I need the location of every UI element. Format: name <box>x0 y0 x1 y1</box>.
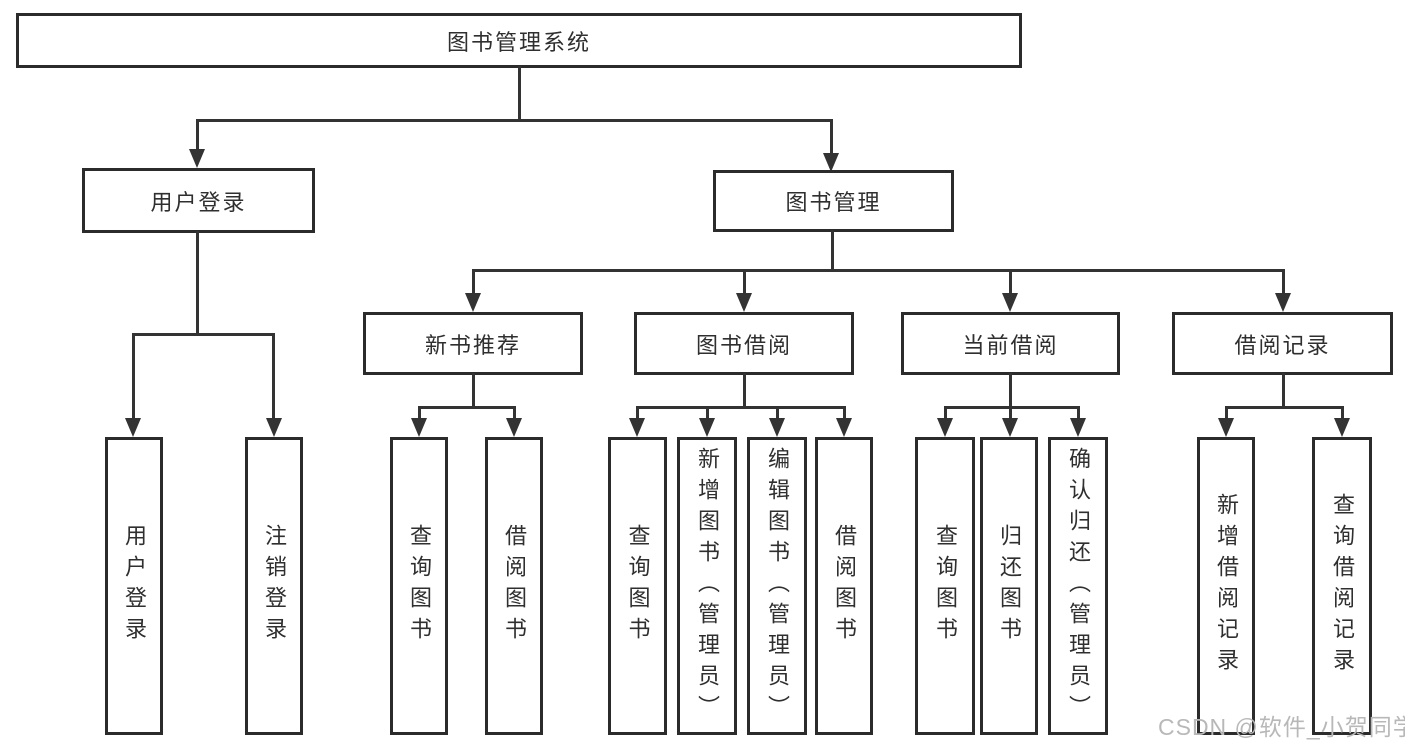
leaf-query-borrow-record: 查询借阅记录 <box>1312 437 1372 735</box>
connector-drop <box>706 406 709 420</box>
connector-root-crossbar <box>197 119 833 122</box>
leaf-label: 归还图书 <box>997 524 1022 648</box>
arrow-down-icon <box>1002 293 1018 312</box>
leaf-label: 新增借阅记录 <box>1214 493 1239 679</box>
node-book-borrow: 图书借阅 <box>634 312 854 375</box>
node-borrow-records: 借阅记录 <box>1172 312 1393 375</box>
connector-user-login-stem <box>196 231 199 335</box>
connector-book-management-crossbar <box>472 269 1285 272</box>
arrow-down-icon <box>629 418 645 437</box>
leaf-borrow-books: 借阅图书 <box>815 437 873 735</box>
leaf-label: 用户登录 <box>122 524 147 648</box>
arrow-down-icon <box>1218 418 1234 437</box>
connector-root-stem <box>518 66 521 122</box>
node-new-book-recommend: 新书推荐 <box>363 312 583 375</box>
connector-section-stem <box>1282 373 1285 408</box>
leaf-label: 借阅图书 <box>502 524 527 648</box>
connector-user-login-crossbar <box>132 333 275 336</box>
connector-drop <box>944 406 947 420</box>
leaf-confirm-return-admin: 确认归还（管理员） <box>1048 437 1108 735</box>
leaf-label: 查询图书 <box>407 524 432 648</box>
leaf-add-book-admin: 新增图书（管理员） <box>677 437 737 735</box>
arrow-down-icon <box>1334 418 1350 437</box>
arrow-down-icon <box>189 149 205 168</box>
leaf-label: 借阅图书 <box>832 524 857 648</box>
leaf-add-borrow-record: 新增借阅记录 <box>1197 437 1255 735</box>
leaf-query-books: 查询图书 <box>915 437 975 735</box>
leaf-label: 查询借阅记录 <box>1330 493 1355 679</box>
arrow-down-icon <box>836 418 852 437</box>
node-label: 新书推荐 <box>424 332 521 358</box>
arrow-down-icon <box>736 293 752 312</box>
leaf-label: 确认归还（管理员） <box>1066 446 1091 726</box>
node-user-login: 用户登录 <box>82 168 315 233</box>
node-library-system-label: 图书管理系统 <box>446 29 591 55</box>
arrow-down-icon <box>823 153 839 172</box>
node-label: 借阅记录 <box>1234 332 1331 358</box>
connector-drop <box>1341 406 1344 420</box>
connector-drop <box>636 406 639 420</box>
arrow-down-icon <box>506 418 522 437</box>
connector-drop <box>843 406 846 420</box>
arrow-down-icon <box>266 418 282 437</box>
arrow-down-icon <box>1275 293 1291 312</box>
arrow-down-icon <box>125 418 141 437</box>
node-current-borrow: 当前借阅 <box>901 312 1120 375</box>
connector-section-crossbar <box>1225 406 1343 409</box>
leaf-label: 查询图书 <box>933 524 958 648</box>
connector-drop-leaf-logout <box>272 333 275 419</box>
connector-section-crossbar <box>418 406 516 409</box>
leaf-label: 查询图书 <box>625 524 651 648</box>
leaf-label: 编辑图书（管理员） <box>765 446 790 726</box>
leaf-borrow-books: 借阅图书 <box>485 437 543 735</box>
leaf-user-login: 用户登录 <box>105 437 163 735</box>
connector-drop-leaf-login <box>132 333 135 419</box>
connector-drop-borrow-records <box>1282 269 1285 296</box>
arrow-down-icon <box>937 418 953 437</box>
connector-drop <box>1225 406 1228 420</box>
connector-drop-book-management <box>830 119 833 155</box>
connector-drop-user-login <box>196 119 199 151</box>
node-user-login-label: 用户登录 <box>150 189 247 215</box>
connector-section-stem <box>743 373 746 408</box>
connector-section-stem <box>1009 373 1012 408</box>
connector-drop-book-borrow <box>743 269 746 296</box>
leaf-label: 新增图书（管理员） <box>695 446 720 726</box>
connector-drop <box>776 406 779 420</box>
leaf-logout: 注销登录 <box>245 437 303 735</box>
leaf-label: 注销登录 <box>262 524 287 648</box>
connector-drop-new-book <box>472 269 475 296</box>
connector-book-management-stem <box>831 230 834 272</box>
node-label: 图书借阅 <box>695 332 792 358</box>
node-book-management-label: 图书管理 <box>785 190 882 215</box>
arrow-down-icon <box>1002 418 1018 437</box>
arrow-down-icon <box>465 293 481 312</box>
arrow-down-icon <box>769 418 785 437</box>
connector-section-crossbar <box>944 406 1080 409</box>
connector-section-stem <box>472 373 475 408</box>
arrow-down-icon <box>1070 418 1086 437</box>
leaf-return-books: 归还图书 <box>980 437 1038 735</box>
node-book-management: 图书管理 <box>713 170 954 232</box>
arrow-down-icon <box>411 418 427 437</box>
connector-section-crossbar <box>636 406 846 409</box>
connector-drop <box>1009 406 1012 420</box>
connector-drop-current-borrow <box>1009 269 1012 296</box>
leaf-query-books: 查询图书 <box>608 437 667 735</box>
leaf-query-books: 查询图书 <box>390 437 448 735</box>
node-label: 当前借阅 <box>962 332 1059 358</box>
arrow-down-icon <box>699 418 715 437</box>
watermark-text: CSDN @软件_小贺同学 <box>1158 714 1405 740</box>
node-library-system: 图书管理系统 <box>16 13 1022 68</box>
leaf-edit-book-admin: 编辑图书（管理员） <box>747 437 807 735</box>
connector-drop <box>1077 406 1080 420</box>
connector-drop <box>513 406 516 420</box>
connector-drop <box>418 406 421 420</box>
